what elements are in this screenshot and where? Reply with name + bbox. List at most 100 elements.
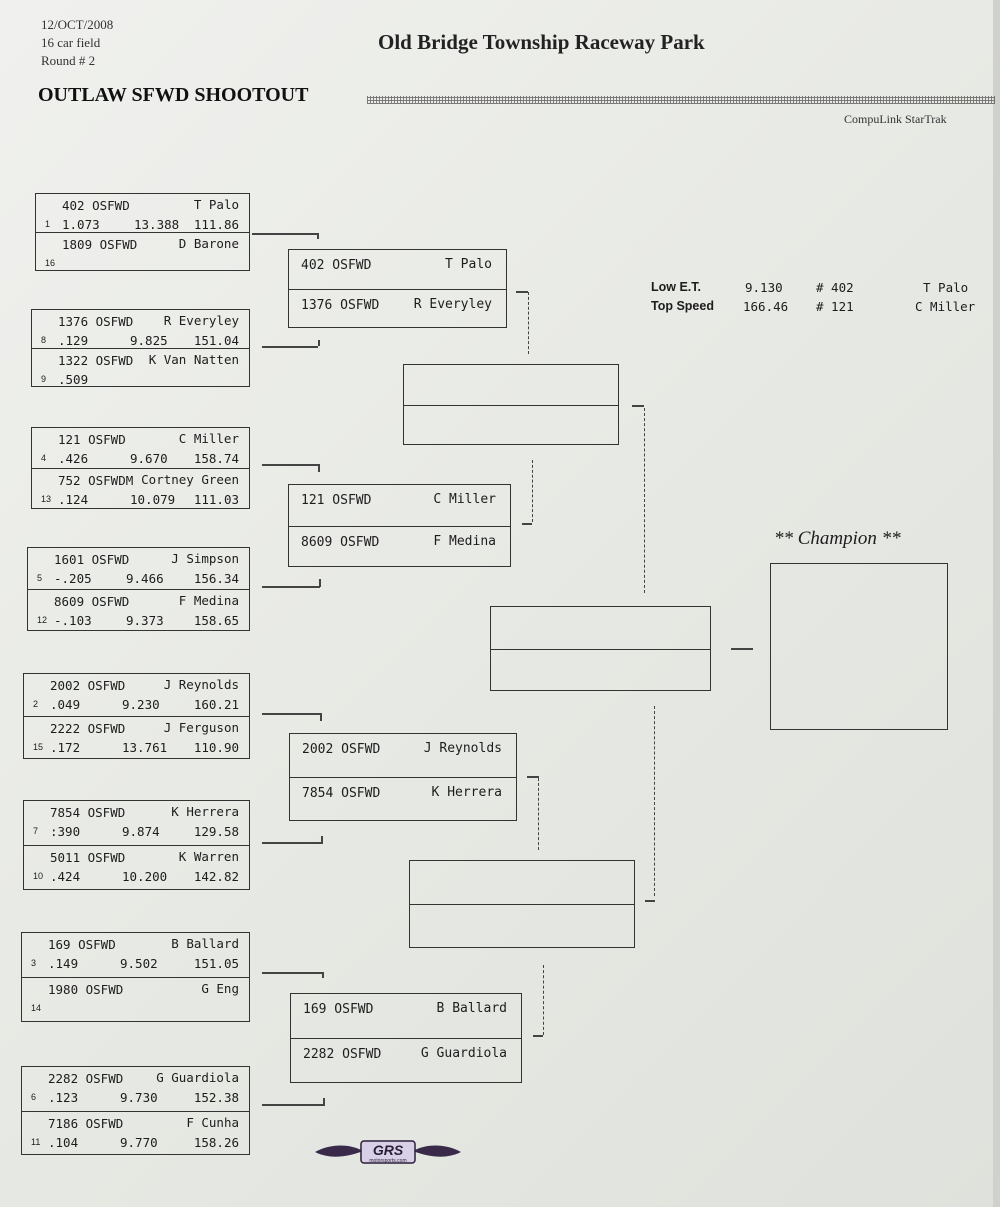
lane-b-car: 1376 OSFWD xyxy=(301,297,380,313)
lane-a-car: 121 OSFWD xyxy=(301,493,372,508)
round1-lane-a: 169 OSFWD B Ballard 3 .149 9.502 151.05 xyxy=(22,933,249,977)
lane-a-elapsed-time: 13.388 xyxy=(134,217,180,232)
logo-text: GRS xyxy=(373,1142,404,1158)
lane-a-car: 169 OSFWD xyxy=(303,1002,374,1017)
connector-line xyxy=(317,233,319,239)
top-speed-label: Top Speed xyxy=(651,299,714,313)
lane-a-seed: 4 xyxy=(41,453,47,463)
lane-a-speed: 158.74 xyxy=(193,451,239,466)
top-speed-car: # 121 xyxy=(816,299,854,314)
round2-pair: 402 OSFWD T Palo 1376 OSFWD R Everyley xyxy=(288,249,507,328)
lane-a-reaction-time: .123 xyxy=(48,1090,79,1105)
round1-pair: 169 OSFWD B Ballard 3 .149 9.502 151.05 … xyxy=(21,932,250,1022)
lane-b-driver: G Eng xyxy=(201,981,239,996)
lane-a-reaction-time: 1.073 xyxy=(62,217,100,232)
lane-a-reaction-time: .149 xyxy=(48,956,79,971)
round1-pair: 7854 OSFWD K Herrera 7 :390 9.874 129.58… xyxy=(23,800,250,890)
lane-a-car: 402 OSFWD xyxy=(62,198,130,213)
round1-lane-b: 1980 OSFWD G Eng 14 xyxy=(22,977,249,1021)
round2-lane-a: 2002 OSFWD J Reynolds xyxy=(290,734,516,777)
lane-b-seed: 16 xyxy=(45,258,56,268)
lane-a-reaction-time: .049 xyxy=(50,697,81,712)
connector-line xyxy=(320,713,322,721)
lane-b-car: 2222 OSFWD xyxy=(50,721,126,736)
lane-b-speed: 158.65 xyxy=(193,613,239,628)
lane-a-speed: 156.34 xyxy=(193,571,239,586)
round2-pair: 121 OSFWD C Miller 8609 OSFWD F Medina xyxy=(288,484,511,567)
lane-a-driver: K Herrera xyxy=(171,804,239,819)
lane-a-elapsed-time: 9.825 xyxy=(130,333,168,348)
connector-dashed xyxy=(654,706,655,896)
grs-motorsports-logo: GRS motorsports.com xyxy=(315,1140,461,1164)
lane-b-speed: 158.26 xyxy=(193,1134,239,1150)
connector-line xyxy=(318,340,320,346)
field-size: 16 car field xyxy=(41,35,101,50)
round1-lane-b: 7186 OSFWD F Cunha 11 .104 9.770 158.26 xyxy=(22,1110,249,1155)
lane-a-seed: 8 xyxy=(41,335,47,345)
event-title-rule xyxy=(367,96,995,104)
lane-a-driver: J Reynolds xyxy=(423,741,502,756)
lane-a-driver: J Simpson xyxy=(171,551,239,566)
lane-b-seed: 9 xyxy=(41,374,47,384)
lane-a-car: 2282 OSFWD xyxy=(48,1071,124,1086)
connector-hook xyxy=(516,291,528,293)
lane-a-speed: 111.86 xyxy=(193,217,239,232)
top-speed-value: 166.46 xyxy=(743,299,789,314)
lane-a-seed: 6 xyxy=(31,1092,37,1102)
lane-a-elapsed-time: 9.730 xyxy=(120,1090,158,1105)
lane-a-driver: R Everyley xyxy=(163,313,239,328)
round1-lane-b: 8609 OSFWD F Medina 12 -.103 9.373 158.6… xyxy=(28,589,249,630)
timing-system: CompuLink StarTrak xyxy=(844,112,947,126)
round1-lane-a: 2282 OSFWD G Guardiola 6 .123 9.730 152.… xyxy=(22,1067,249,1111)
round2-lane-a: 402 OSFWD T Palo xyxy=(289,250,506,289)
lane-a-seed: 5 xyxy=(37,573,43,583)
connector-line xyxy=(322,972,324,978)
low-et-label: Low E.T. xyxy=(651,280,701,294)
round1-lane-a: 121 OSFWD C Miller 4 .426 9.670 158.74 xyxy=(32,428,249,468)
connector-line xyxy=(321,836,323,844)
connector-line xyxy=(262,464,318,466)
lane-a-driver: B Ballard xyxy=(171,936,239,951)
semifinal-box-top xyxy=(403,364,619,445)
round1-lane-a: 7854 OSFWD K Herrera 7 :390 9.874 129.58 xyxy=(24,801,249,845)
lane-b-car: 2282 OSFWD xyxy=(303,1047,382,1062)
lane-a-car: 7854 OSFWD xyxy=(50,805,126,820)
round1-lane-b: 5011 OSFWD K Warren 10 .424 10.200 142.8… xyxy=(24,845,249,889)
connector-line xyxy=(731,648,753,650)
round-number: Round # 2 xyxy=(41,53,96,68)
connector-hook xyxy=(533,1035,543,1037)
lane-a-car: 402 OSFWD xyxy=(301,258,372,273)
connector-hook xyxy=(522,523,532,525)
lane-b-driver: Cortney Green xyxy=(141,472,239,487)
low-et-value: 9.130 xyxy=(745,280,783,295)
lane-a-car: 1601 OSFWD xyxy=(54,552,130,567)
lane-a-speed: 129.58 xyxy=(193,824,239,839)
lane-b-car: 8609 OSFWD xyxy=(301,534,380,550)
low-et-car: # 402 xyxy=(816,280,854,295)
lane-b-reaction-time: -.103 xyxy=(54,613,92,628)
lane-b-driver: R Everyley xyxy=(413,296,492,312)
lane-a-driver: B Ballard xyxy=(436,1001,507,1016)
round1-lane-a: 402 OSFWD T Palo 1 1.073 13.388 111.86 xyxy=(36,194,249,232)
lane-a-elapsed-time: 9.670 xyxy=(130,451,168,466)
round1-lane-b: 2222 OSFWD J Ferguson 15 .172 13.761 110… xyxy=(24,716,249,758)
semifinal-top-lane-a xyxy=(404,365,618,405)
lane-a-car: 2002 OSFWD xyxy=(302,742,381,757)
round1-pair: 402 OSFWD T Palo 1 1.073 13.388 111.86 1… xyxy=(35,193,250,271)
connector-line xyxy=(262,713,320,715)
connector-dashed xyxy=(644,408,645,593)
round1-pair: 2002 OSFWD J Reynolds 2 .049 9.230 160.2… xyxy=(23,673,250,759)
semifinal-box-bottom xyxy=(409,860,635,948)
lane-b-seed: 12 xyxy=(37,615,48,625)
lane-a-seed: 2 xyxy=(33,699,39,709)
connector-dashed xyxy=(532,460,533,522)
round1-pair: 121 OSFWD C Miller 4 .426 9.670 158.74 7… xyxy=(31,427,250,509)
lane-b-reaction-time: .172 xyxy=(50,740,81,755)
race-meta: 12/OCT/2008 16 car field Round # 2 xyxy=(41,16,113,70)
lane-b-driver: F Cunha xyxy=(186,1114,239,1130)
lane-a-elapsed-time: 9.466 xyxy=(126,571,164,586)
lane-a-driver: C Miller xyxy=(178,431,239,446)
lane-a-driver: T Palo xyxy=(445,257,492,272)
lane-b-driver: D Barone xyxy=(178,236,239,251)
lane-b-reaction-time: .104 xyxy=(48,1134,79,1150)
